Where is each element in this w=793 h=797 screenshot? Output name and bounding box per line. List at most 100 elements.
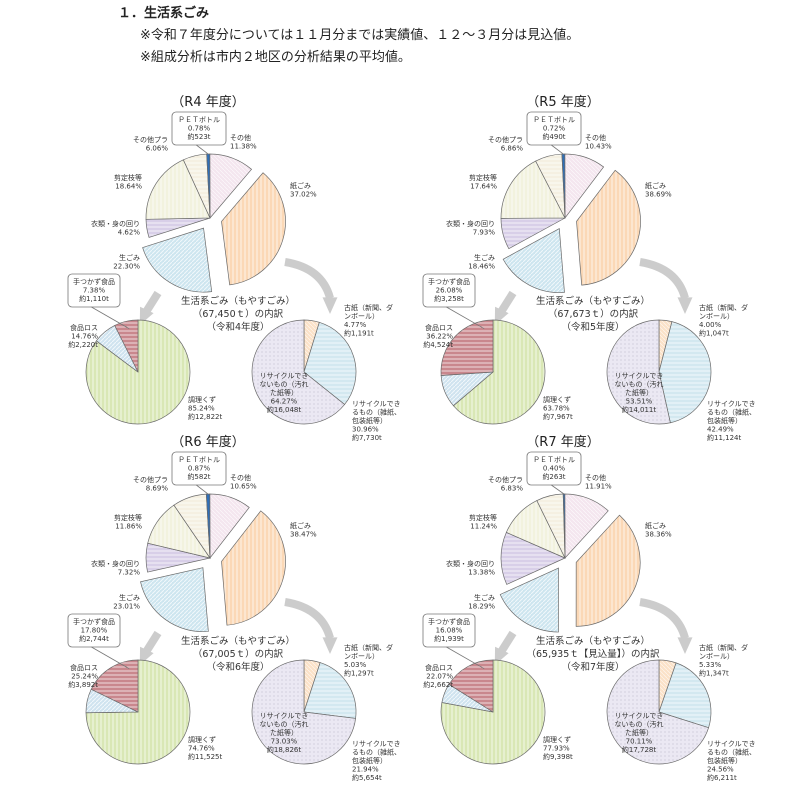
- caption-line: （令和7年度）: [561, 661, 624, 673]
- slice-nonRecyclable: [251, 659, 356, 765]
- food-pie: [85, 659, 191, 765]
- caption-line: （67,673ｔ）の内訳: [548, 308, 639, 320]
- caption-line: （令和4年度）: [206, 321, 269, 333]
- caption-line: （令和6年度）: [206, 661, 269, 673]
- food-pie: [440, 319, 546, 425]
- note-analysis: ※組成分析は市内２地区の分析結果の平均値。: [140, 50, 411, 65]
- panel-title: （R6 年度）: [171, 434, 244, 450]
- caption-line: （65,935ｔ【見込量】）の内訳: [527, 648, 660, 660]
- section-heading: １．生活系ごみ: [118, 6, 210, 21]
- slice-recyclable: [303, 321, 357, 405]
- callout-box: [67, 613, 121, 648]
- slice-kitchen: [499, 567, 559, 633]
- callout-box: [67, 273, 121, 308]
- food-pie: [440, 659, 546, 765]
- slice-untouched: [90, 659, 139, 713]
- slice-recyclable: [658, 662, 712, 729]
- arrow-to-paper: [639, 598, 693, 654]
- caption-line: 生活系ごみ（もやすごみ）: [181, 635, 295, 647]
- note-estimate: ※令和７年度分については１１月分までは実績値、１２～３月分は見込値。: [140, 28, 580, 43]
- paper-pie: [606, 659, 712, 765]
- slice-recyclable: [658, 321, 712, 424]
- shapes-layer: [67, 111, 357, 425]
- main-pie: [140, 493, 286, 633]
- shapes-layer: [422, 451, 712, 765]
- label-nonRecyclable: リサイクルできないもの（汚れた紙等）53.51%約14,011t: [615, 372, 664, 414]
- main-pie: [142, 153, 286, 293]
- panel-title: （R4 年度）: [171, 94, 244, 110]
- callout-box: [422, 613, 476, 648]
- slice-kitchen: [142, 227, 213, 293]
- label-recyclable: リサイクルできるもの（雑紙、包装紙等）30.96%約7,730t: [352, 400, 401, 442]
- callout-pointer: [91, 646, 130, 670]
- callout-untouched: [422, 613, 485, 670]
- caption-line: （67,005ｔ）の内訳: [193, 648, 284, 660]
- label-recyclable: リサイクルできるもの（雑紙、包装紙等）21.94%約5,654t: [352, 740, 401, 782]
- callout-pointer: [446, 646, 485, 670]
- caption-line: 生活系ごみ（もやすごみ）: [181, 295, 295, 307]
- callout-pointer: [551, 484, 565, 495]
- food-pie: [85, 319, 191, 425]
- slice-nonRecyclable: [251, 319, 346, 425]
- slice-pet: [206, 153, 211, 219]
- callout-box: [171, 111, 227, 146]
- callout-box: [526, 451, 582, 486]
- slice-cooking: [85, 659, 191, 765]
- slice-untouched: [114, 319, 139, 373]
- slice-kitchen: [502, 227, 565, 293]
- label-oldPaper: 古紙（新聞、ダンボール）4.00%約1,047t: [699, 303, 748, 338]
- slice-pruning: [145, 159, 211, 220]
- callout-pointer: [91, 306, 130, 330]
- panel-title: （R5 年度）: [526, 94, 599, 110]
- main-pie: [500, 153, 641, 293]
- slice-kitchen: [140, 567, 209, 633]
- shapes-layer: [422, 111, 712, 425]
- slice-paper: [221, 510, 286, 626]
- paper-pie: [251, 319, 357, 425]
- caption-line: 生活系ごみ（もやすごみ）: [536, 635, 650, 647]
- slice-cooking: [452, 319, 546, 425]
- arrow-to-paper: [284, 598, 338, 654]
- slice-paper: [576, 169, 641, 286]
- label-oldPaper: 古紙（新聞、ダンボール）4.77%約1,191t: [344, 303, 393, 338]
- callout-pointer: [446, 306, 485, 330]
- slice-clothes: [500, 531, 566, 585]
- slice-paper: [221, 172, 286, 286]
- callout-untouched: [67, 613, 130, 670]
- caption-line: （67,450ｔ）の内訳: [193, 308, 284, 320]
- panel-title: （R7 年度）: [526, 434, 599, 450]
- label-oldPaper: 古紙（新聞、ダンボール）5.03%約1,297t: [344, 643, 393, 678]
